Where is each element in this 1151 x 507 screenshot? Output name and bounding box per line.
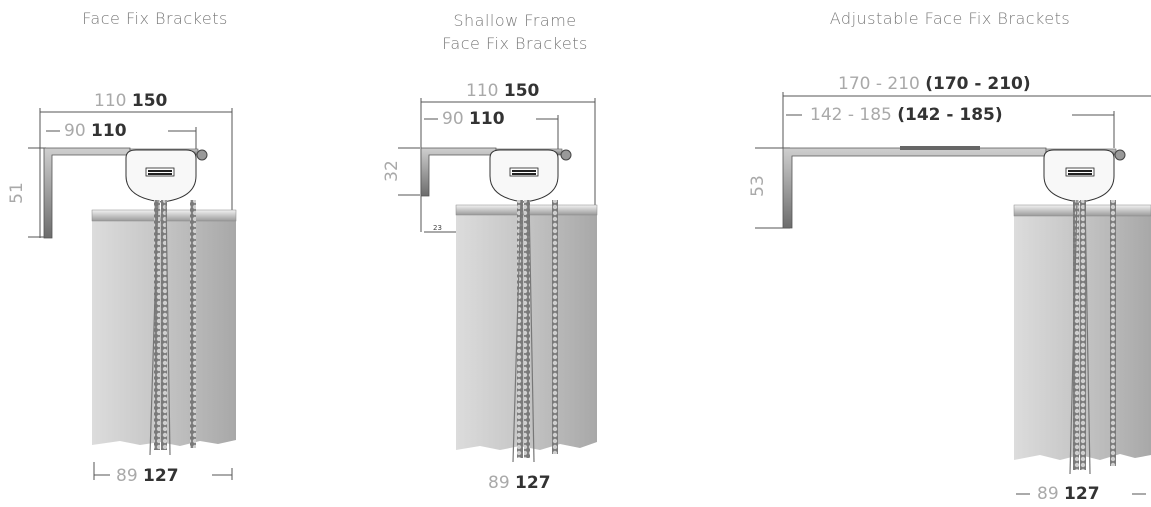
- panel2-mid-dimension: 90 110: [442, 109, 505, 129]
- panel1-mid-dim-dark: 110: [91, 121, 127, 141]
- panel2-bottom-dim-dark: 127: [515, 473, 551, 493]
- panel1-title: Face Fix Brackets: [82, 9, 228, 28]
- panel3-mid-dim-light: 142 - 185: [810, 105, 892, 125]
- panel1-mid-dim-light: 90: [64, 121, 86, 141]
- panel3-bottom-dimension: 89 127: [1037, 484, 1100, 504]
- panel1-drawing: [28, 108, 237, 480]
- panel3-top-dim-dark: (170 - 210): [925, 74, 1031, 94]
- panel1-bottom-dimension: 89 127: [116, 466, 179, 486]
- panel3-top-dimension: 170 - 210 (170 - 210): [838, 74, 1031, 94]
- panel3-top-dim-light: 170 - 210: [838, 74, 920, 94]
- panel1-bottom-dim-light: 89: [116, 466, 138, 486]
- panel3-bottom-dim-light: 89: [1037, 484, 1059, 504]
- panel2-mid-dim-dark: 110: [469, 109, 505, 129]
- panel1-top-dim-light: 110: [94, 91, 127, 111]
- panel2-title-line2: Face Fix Brackets: [442, 34, 588, 53]
- panel2-bottom-dim-light: 89: [488, 473, 510, 493]
- panel1-top-dim-dark: 150: [131, 91, 168, 111]
- panel2-side-dimension: 32: [381, 160, 402, 182]
- panel2-mid-dim-light: 90: [442, 109, 464, 129]
- panel1-side-dimension: 51: [6, 182, 27, 204]
- panel2-title-line1: Shallow Frame: [453, 11, 577, 30]
- panel2-top-dim-dark: 150: [503, 81, 540, 101]
- panel3-side-dimension: 53: [747, 175, 768, 197]
- panel3-bottom-dim-dark: 127: [1064, 484, 1100, 504]
- panel1-bottom-dim-dark: 127: [143, 466, 179, 486]
- panel1-top-dimension: 110 150: [94, 91, 167, 111]
- panel3-drawing: [755, 92, 1151, 495]
- panel1-mid-dimension: 90 110: [64, 121, 127, 141]
- panel2-bottom-dimension: 89 127: [488, 473, 551, 493]
- panel3-mid-dimension: 142 - 185 (142 - 185): [810, 105, 1003, 125]
- panel3-title: Adjustable Face Fix Brackets: [829, 9, 1071, 28]
- panel2-top-dimension: 110 150: [466, 81, 539, 101]
- panel3-mid-dim-dark: (142 - 185): [897, 105, 1003, 125]
- panel2-drawing: [398, 98, 598, 463]
- panel2-top-dim-light: 110: [466, 81, 499, 101]
- panel2-small-dimension: 23: [433, 224, 442, 232]
